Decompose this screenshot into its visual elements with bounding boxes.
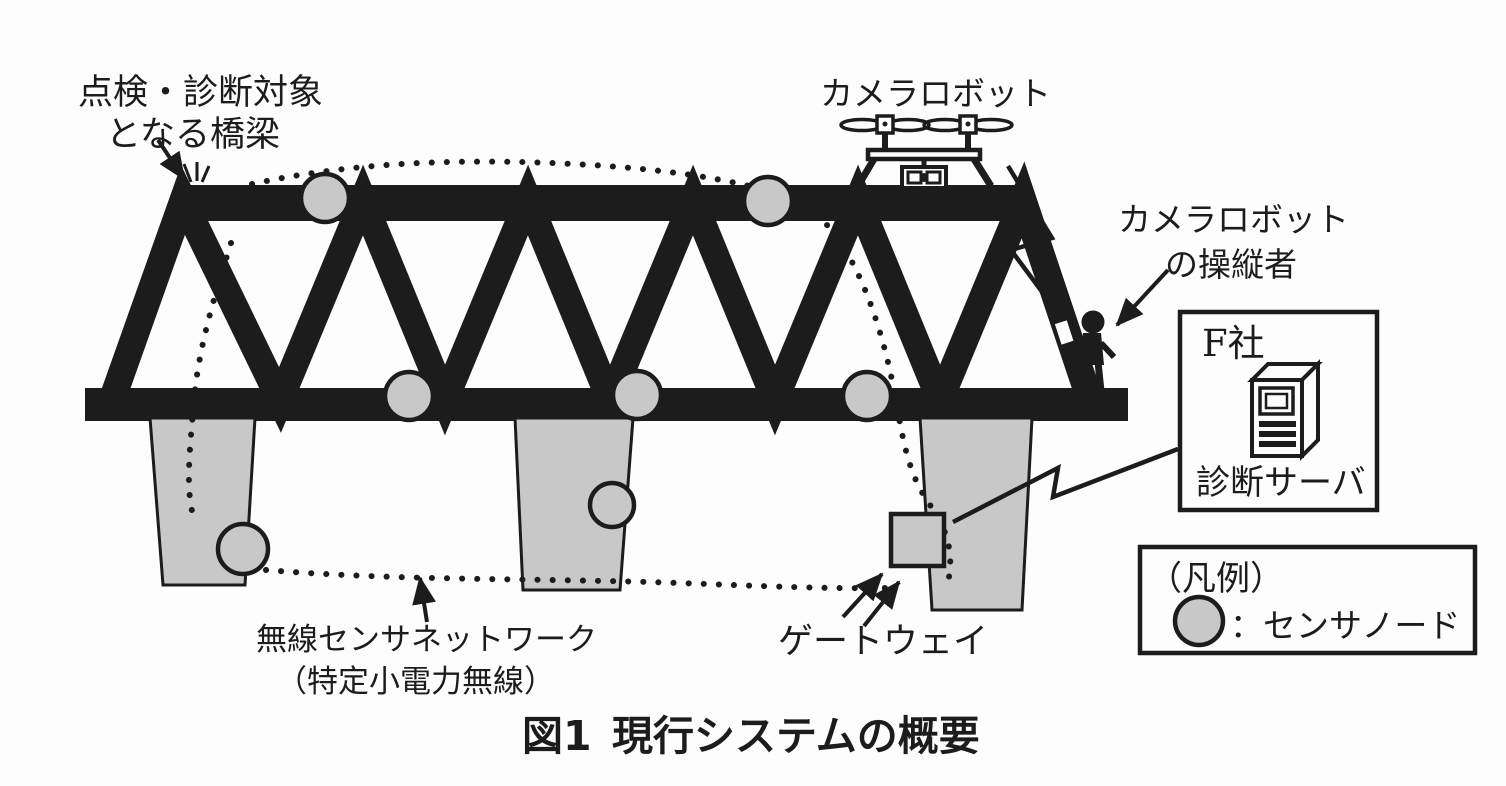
sensor-network-path-top-arc xyxy=(249,158,954,585)
sensor-network-paths xyxy=(185,158,954,592)
company-label: F社 xyxy=(1202,322,1265,365)
diagnosis-server-label: 診断サーバ xyxy=(1196,463,1366,503)
diagnosis-server-panel: F社 診断サーバ xyxy=(1177,309,1380,513)
bridge-target-label-line2: となる橋梁 xyxy=(106,115,280,155)
bridge-corner-marks xyxy=(182,162,211,183)
operator-arrow xyxy=(1115,268,1170,327)
controller-icon xyxy=(1050,315,1078,350)
bridge-target-arrow xyxy=(156,138,186,181)
gateway-label: ゲートウェイ xyxy=(778,622,988,662)
operator-label-line2: の操縦者 xyxy=(1165,245,1297,284)
wireless-network-label-line2: （特定小電力無線） xyxy=(276,664,555,700)
sensor-node xyxy=(741,174,795,228)
bridge-target-label-line1: 点検・診断対象 xyxy=(78,73,323,113)
callouts: 点検・診断対象 となる橋梁 カメラロボット カメラロボット の操縦者 無線センサ… xyxy=(78,73,1349,700)
sensor-network-path-left-descent xyxy=(185,240,234,527)
gateway-arrow-2 xyxy=(862,580,901,628)
legend-title: （凡例） xyxy=(1148,559,1284,599)
server-icon xyxy=(1247,359,1323,461)
pier-middle xyxy=(513,416,635,592)
camera-robot-icon xyxy=(839,114,1014,190)
operator-label-line1: カメラロボット xyxy=(1118,200,1349,239)
gateway-box xyxy=(888,511,947,569)
camera-robot-label: カメラロボット xyxy=(820,74,1051,113)
legend-sensor-node-label: ：センサノード xyxy=(1230,606,1460,645)
figure-caption-number: 図1 xyxy=(522,712,592,760)
sensor-node xyxy=(610,368,664,422)
sensor-node xyxy=(215,521,271,577)
sensor-node xyxy=(298,171,352,225)
wireless-link-gateway-server xyxy=(951,446,1179,525)
figure-caption-title: 現行システムの概要 xyxy=(612,712,980,760)
wireless-network-arrow xyxy=(412,576,436,623)
sensor-nodes xyxy=(215,171,894,577)
bridge-deck xyxy=(85,388,1128,421)
legend-box: （凡例） ：センサノード xyxy=(1137,544,1478,656)
operator-icon xyxy=(1050,310,1117,392)
wireless-link-drone-operator xyxy=(1006,164,1065,322)
wireless-network-label-line1: 無線センサネットワーク xyxy=(256,622,597,658)
sensor-node xyxy=(840,369,894,423)
legend-sensor-node-icon xyxy=(1172,594,1226,648)
sensor-node xyxy=(587,480,637,530)
sensor-node xyxy=(382,369,436,423)
figure-caption: 図1 現行システムの概要 xyxy=(522,712,980,760)
